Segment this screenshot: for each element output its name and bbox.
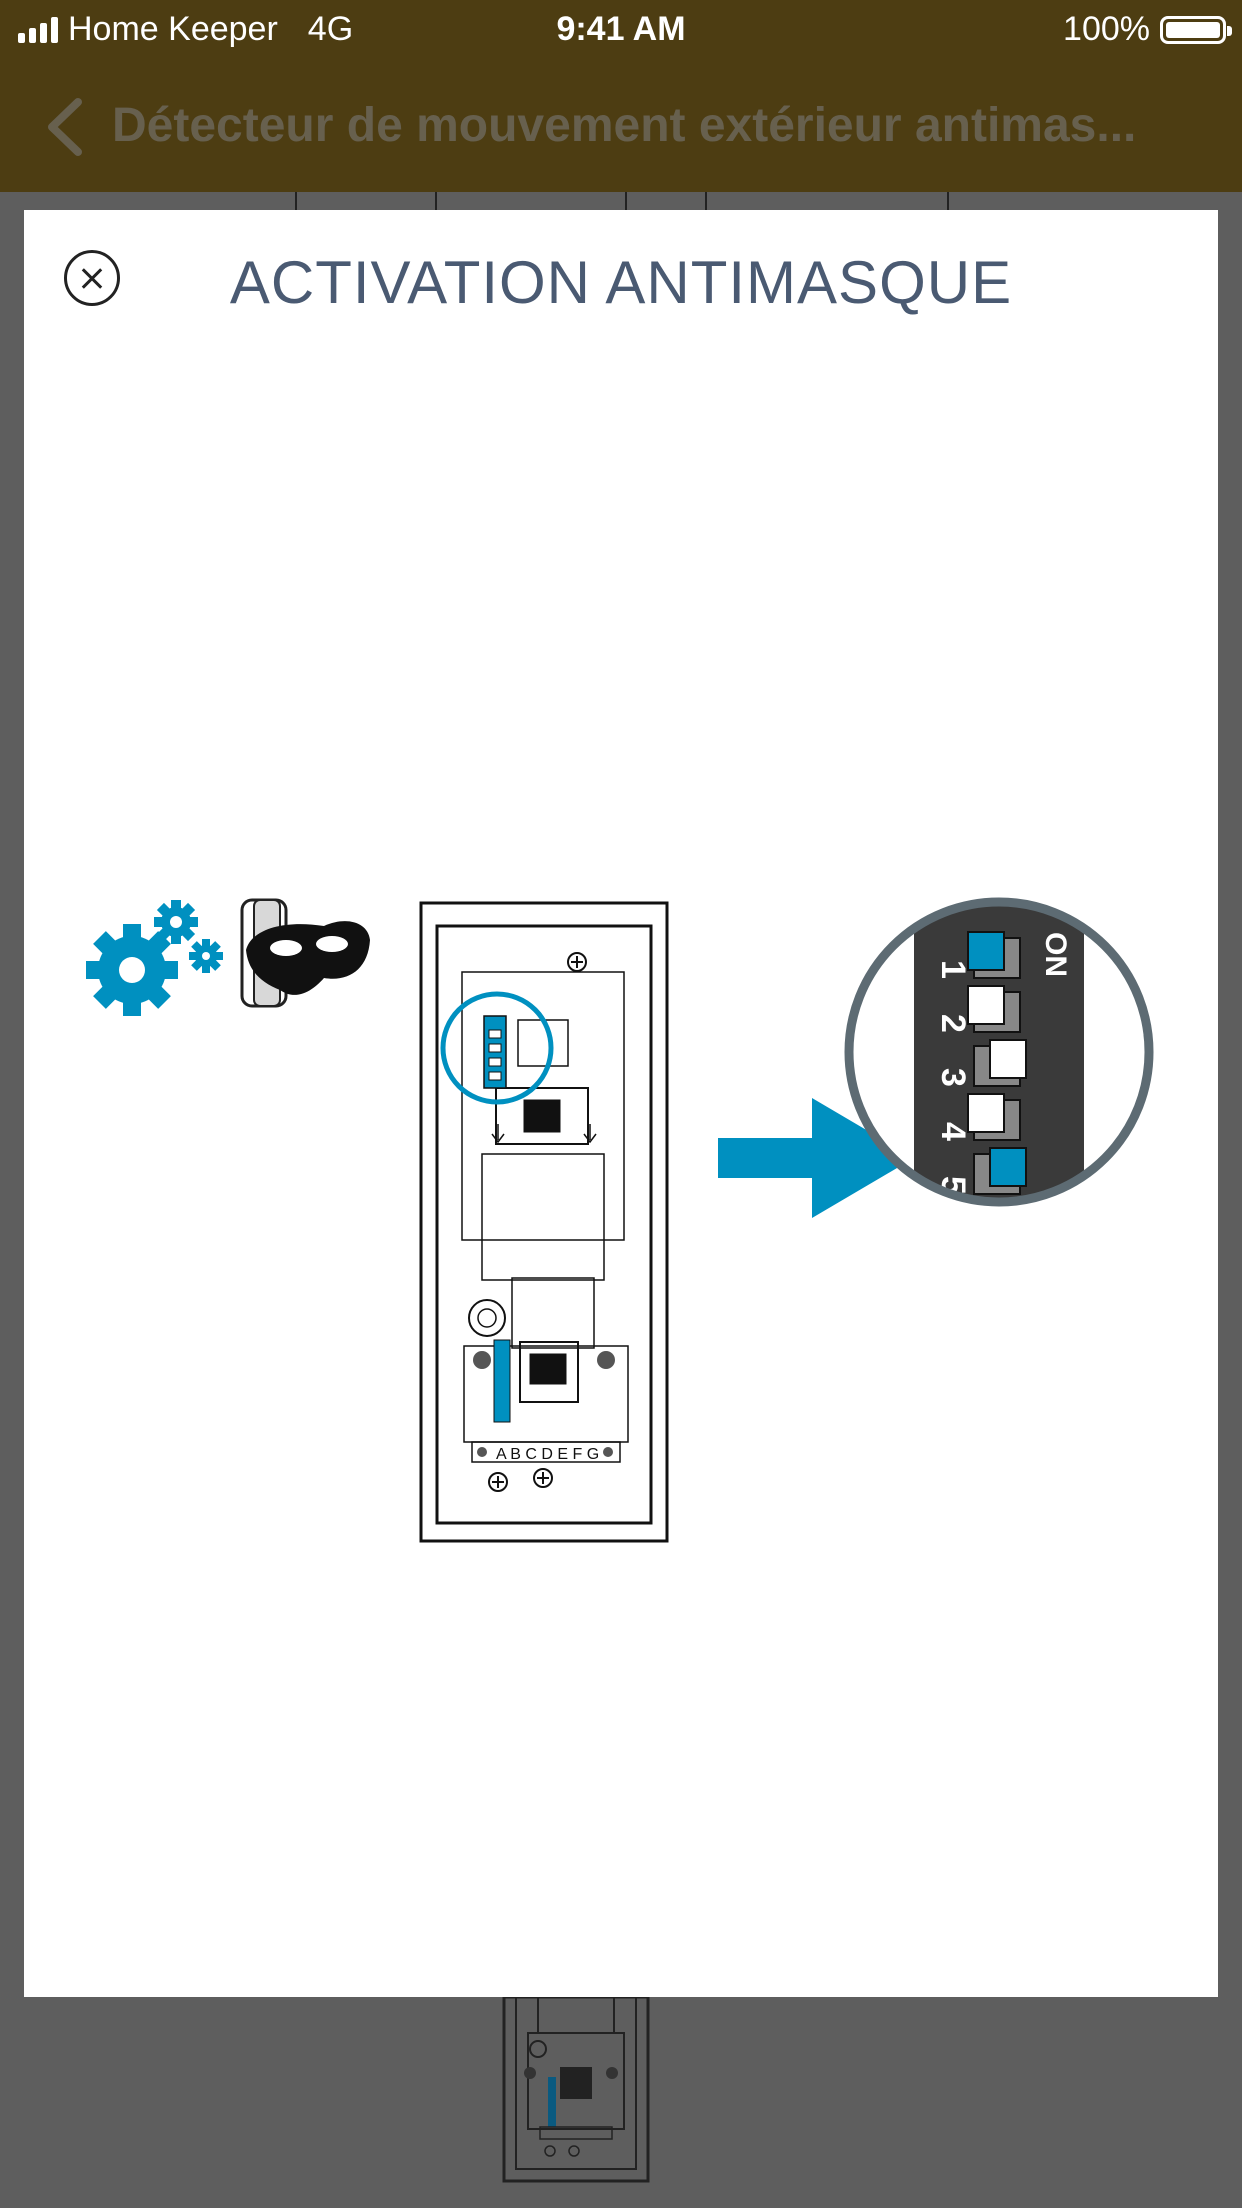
info-modal: ACTIVATION ANTIMASQUE bbox=[24, 210, 1218, 1997]
chevron-left-icon[interactable] bbox=[40, 94, 90, 160]
network-type: 4G bbox=[307, 10, 354, 48]
status-right: 100% bbox=[1063, 10, 1232, 49]
signal-icon bbox=[18, 16, 58, 43]
switch-number-1: 1 bbox=[934, 960, 972, 979]
background-device-thumbnail bbox=[0, 1997, 1242, 2208]
dip-on-label: ON bbox=[1039, 932, 1072, 977]
arrow-right-icon bbox=[718, 1098, 914, 1218]
clock: 9:41 AM bbox=[556, 10, 686, 48]
carrier-name: Home Keeper bbox=[68, 10, 278, 48]
battery-percent: 100% bbox=[1063, 10, 1150, 48]
nav-bar: Détecteur de mouvement extérieur antimas… bbox=[0, 62, 1242, 192]
modal-title: ACTIVATION ANTIMASQUE bbox=[229, 249, 1013, 316]
pcb-terminal-label: A B C D E F G bbox=[496, 1446, 599, 1463]
background-content-top bbox=[0, 192, 1242, 210]
close-icon[interactable] bbox=[64, 250, 120, 306]
mask-icon bbox=[240, 898, 370, 1008]
switch-number-4: 4 bbox=[934, 1122, 972, 1141]
switch-number-2: 2 bbox=[934, 1014, 972, 1033]
battery-icon bbox=[1160, 15, 1232, 44]
status-bar: Home Keeper 4G 9:41 AM 100% bbox=[0, 0, 1242, 62]
dip-switch-zoom: 1 2 3 4 5 ON bbox=[844, 897, 1154, 1207]
nav-title: Détecteur de mouvement extérieur antimas… bbox=[112, 99, 1137, 152]
switch-number-3: 3 bbox=[934, 1068, 972, 1087]
gears-icon bbox=[86, 900, 223, 1016]
status-left: Home Keeper 4G bbox=[18, 10, 353, 49]
detector-pcb: A B C D E F G bbox=[419, 901, 669, 1543]
antimask-illustration: A B C D E F G bbox=[86, 897, 1154, 1543]
